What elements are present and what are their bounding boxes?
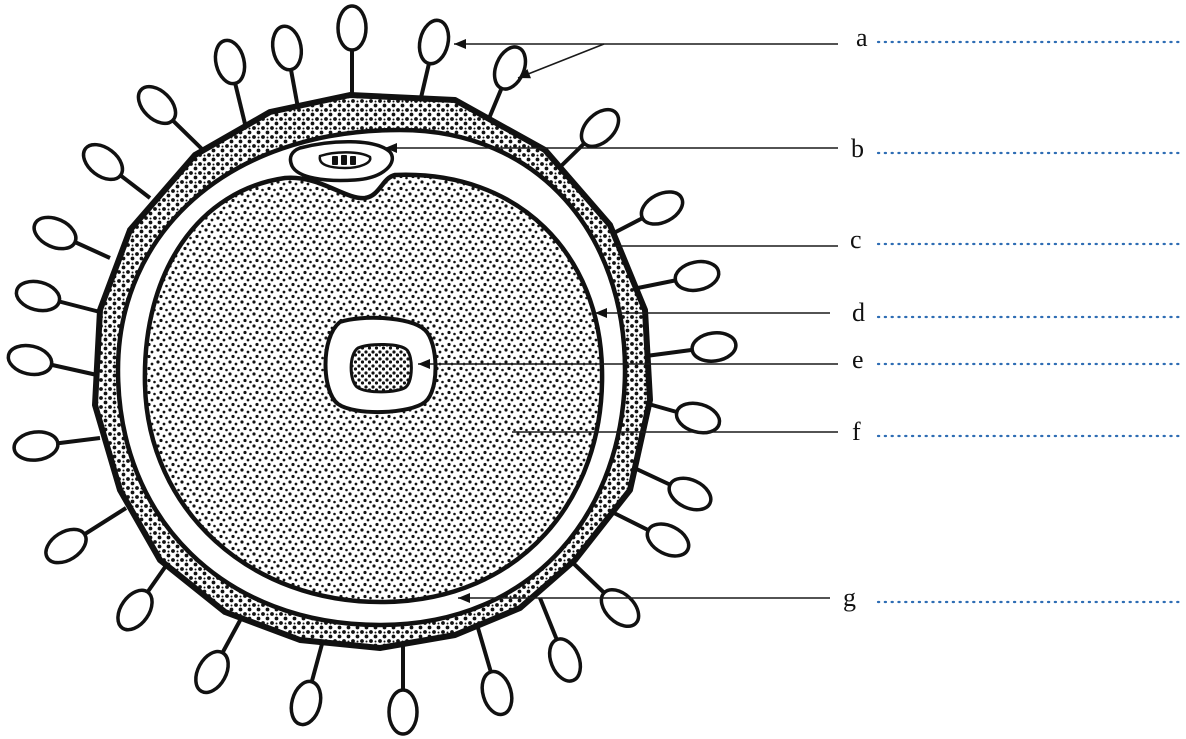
follicle-cell bbox=[608, 510, 694, 562]
follicle-cell bbox=[131, 80, 203, 150]
leader-line bbox=[518, 44, 604, 78]
follicle-cell bbox=[415, 17, 452, 102]
follicle-cell bbox=[608, 185, 688, 236]
follicle-cell bbox=[628, 465, 716, 516]
follicle-cell bbox=[40, 508, 126, 570]
label-letter: a bbox=[856, 23, 868, 52]
follicle-cell bbox=[5, 342, 97, 379]
follicle-cell bbox=[646, 330, 738, 364]
follicle-cell bbox=[485, 42, 531, 128]
follicle-cell bbox=[540, 598, 586, 686]
label-letter: c bbox=[850, 225, 862, 254]
follicle-cell bbox=[12, 429, 100, 462]
follicle-cell bbox=[555, 103, 626, 172]
follicle-cell bbox=[111, 560, 170, 636]
label-letter: d bbox=[852, 298, 865, 327]
follicle-cell bbox=[269, 24, 304, 108]
arrowhead bbox=[454, 39, 466, 49]
label-letter: f bbox=[852, 417, 861, 446]
follicle-cell bbox=[628, 258, 721, 294]
follicle-cell bbox=[29, 211, 110, 258]
label-a: a bbox=[454, 23, 1180, 78]
label-letter: g bbox=[843, 583, 856, 612]
label-letter: e bbox=[852, 345, 864, 374]
follicle-cell bbox=[477, 628, 516, 718]
follicle-cell bbox=[77, 138, 150, 198]
follicle-cell bbox=[287, 644, 326, 728]
polar-body-chromosomes bbox=[332, 155, 356, 165]
label-letter: b bbox=[851, 134, 864, 163]
nucleolus bbox=[351, 344, 411, 391]
label-d: d bbox=[595, 298, 1180, 327]
follicle-cell bbox=[389, 646, 417, 734]
label-g: g bbox=[458, 583, 1180, 612]
follicle-cell bbox=[189, 615, 243, 698]
follicle-cell bbox=[13, 277, 100, 315]
label-c: c bbox=[612, 225, 1180, 254]
follicle-cell bbox=[211, 37, 249, 128]
